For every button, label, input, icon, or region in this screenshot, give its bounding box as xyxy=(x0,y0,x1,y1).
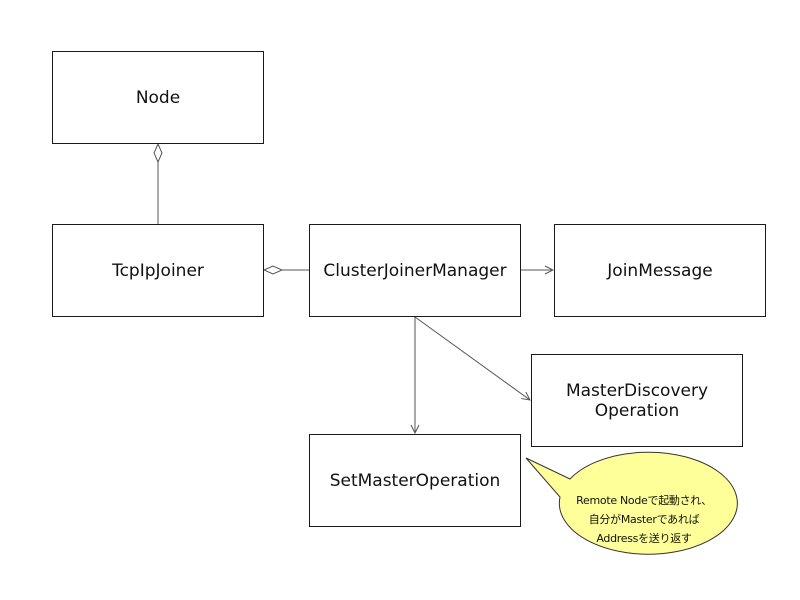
callout-note-text: Remote Nodeで起動され、 自分がMasterであれば Addressを… xyxy=(576,494,712,545)
class-box-cluster-joiner-manager[interactable]: ClusterJoinerManager xyxy=(309,224,521,317)
edge-cjm-to-masterdiscovery xyxy=(414,316,530,400)
aggregation-diamond-tcpip xyxy=(262,265,284,275)
class-box-set-master-operation[interactable]: SetMasterOperation xyxy=(309,434,521,527)
class-box-master-discovery-operation[interactable]: MasterDiscovery Operation xyxy=(531,354,743,447)
class-name-node: Node xyxy=(135,87,181,108)
class-name-master-discovery-operation: MasterDiscovery Operation xyxy=(565,380,709,421)
aggregation-diamond-node xyxy=(153,142,163,164)
class-name-cluster-joiner-manager: ClusterJoinerManager xyxy=(323,260,507,281)
class-name-tcpip-joiner: TcpIpJoiner xyxy=(112,260,204,281)
class-box-join-message[interactable]: JoinMessage xyxy=(554,224,766,317)
callout-balloon xyxy=(525,451,738,555)
class-name-join-message: JoinMessage xyxy=(607,260,713,281)
class-name-set-master-operation: SetMasterOperation xyxy=(329,470,501,491)
class-box-tcpip-joiner[interactable]: TcpIpJoiner xyxy=(52,224,264,317)
class-box-node[interactable]: Node xyxy=(52,51,264,144)
